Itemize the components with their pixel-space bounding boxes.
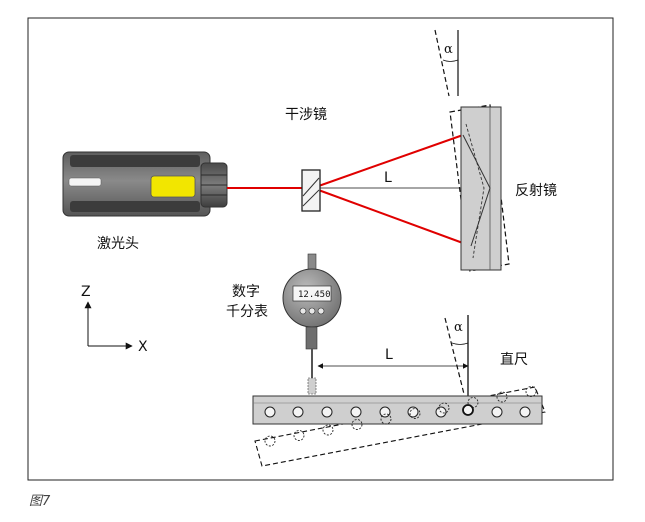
tilted-ruler-hole-2: [293, 430, 305, 441]
laser-beams: [227, 134, 472, 247]
tilted-ruler-hole-7: [438, 402, 450, 414]
reflector-prism-solid: [462, 134, 491, 247]
beam-upper: [312, 134, 464, 189]
laser-head-bottom-ridge: [70, 201, 200, 212]
reflector: [434, 29, 510, 272]
straightedge: [252, 386, 546, 467]
interferometer-body: [301, 169, 321, 212]
indicator-button-3: [317, 307, 325, 315]
indicator-button-1: [299, 307, 307, 315]
indicator-button-2: [308, 307, 316, 315]
laser-head-window: [150, 175, 196, 198]
tilted-ruler-hole-4: [351, 419, 363, 430]
figure-frame: [27, 17, 614, 481]
interferometer: [301, 169, 321, 212]
tilted-ruler-hole-1: [264, 435, 276, 447]
reflector-body: [460, 106, 502, 271]
tilted-ruler-hole-3: [322, 424, 334, 436]
tilted-ruler-hole-10: [525, 386, 537, 397]
indicator-display: [292, 285, 332, 302]
interferometer-label: 干涉镜: [285, 107, 327, 123]
axis-z-label: Z: [81, 284, 91, 300]
ruler-hole-1: [264, 406, 276, 418]
distance-top-label: L: [384, 170, 392, 186]
ruler-hole-5: [379, 406, 391, 418]
laser-head-slot: [68, 177, 102, 187]
ruler-hole-8: [491, 406, 503, 418]
alpha-bottom-label: α: [454, 320, 463, 335]
reflector-label: 反射镜: [515, 183, 557, 199]
indicator-probe: [307, 377, 317, 395]
alpha-top-label: α: [444, 42, 453, 57]
indicator-stem-top: [307, 253, 317, 271]
indicator-label-line1: 数字: [232, 284, 260, 300]
straightedge-label: 直尺: [500, 351, 528, 368]
ruler-hole-9: [519, 406, 531, 418]
axis-x-label: X: [138, 339, 148, 355]
figure-caption: 图7: [29, 494, 51, 509]
beam-lower: [312, 187, 472, 247]
straightedge-tilted-outline: [254, 386, 546, 467]
laser-head: [62, 151, 228, 217]
coordinate-axes: [84, 301, 133, 350]
ruler-hole-4: [350, 406, 362, 418]
laser-head-label: 激光头: [97, 235, 139, 252]
tilted-ruler-hole-9: [496, 391, 508, 403]
alpha-top-tilt-line: [434, 29, 450, 97]
tilted-ruler-hole-5: [380, 413, 392, 425]
indicator-stem: [305, 326, 318, 350]
ruler-hole-2: [292, 406, 304, 418]
distance-bottom-label: L: [385, 347, 393, 363]
straightedge-reference-hole: [462, 404, 474, 416]
reflector-prism-dashed: [465, 123, 485, 259]
alpha-bottom-tilt-line: [444, 317, 467, 403]
indicator-label-line2: 千分表: [226, 304, 268, 320]
laser-head-top-ridge: [70, 155, 200, 167]
indicator-reading: 12.450: [298, 290, 331, 300]
digital-indicator: 12.450: [282, 253, 342, 416]
ruler-hole-3: [321, 406, 333, 418]
straightedge-tilted-holes: [264, 386, 537, 447]
tilted-ruler-hole-6: [409, 408, 421, 419]
